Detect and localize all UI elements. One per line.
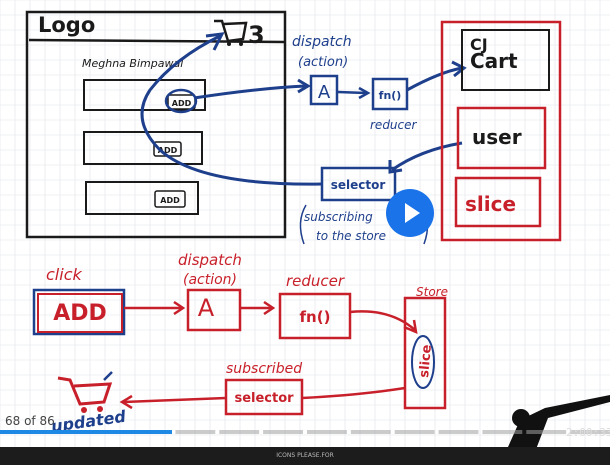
slice-label: slice (465, 192, 516, 216)
action-a: A (198, 294, 215, 322)
reducer-label: reducer (370, 118, 418, 132)
add-button-label: ADD (160, 196, 180, 205)
selector-box (224, 378, 304, 416)
progress-segment (394, 430, 435, 434)
cart-slice (461, 29, 550, 91)
arrow-head (263, 300, 276, 316)
dispatch-label: dispatch (178, 251, 242, 269)
arrow-head (205, 32, 225, 51)
progress-fill (0, 430, 172, 434)
cart-count: 3 (248, 21, 265, 49)
reducer-box (371, 77, 409, 111)
progress-segment (526, 430, 567, 434)
subscribed-label: subscribed (226, 361, 302, 377)
flow-arrow (406, 66, 463, 92)
action-box (309, 74, 339, 106)
generic-slice (454, 176, 542, 228)
arrow-head (173, 300, 186, 316)
add-to-cart-button[interactable]: ADD (167, 94, 196, 110)
progress-segment (350, 430, 391, 434)
subscribe-loop-arrow (140, 34, 323, 186)
reducer-box (278, 292, 352, 340)
store-label: Store (416, 285, 448, 299)
flow-arrow (301, 386, 406, 400)
cart-icon (57, 371, 113, 413)
app-frame (25, 10, 287, 239)
progress-segment (307, 430, 347, 434)
progress-segment (175, 430, 216, 434)
arrow-head (119, 394, 133, 410)
bottom-bar (0, 447, 610, 465)
action-a: A (318, 82, 331, 103)
redux-flow-top: dispatch (action) A fn() reducer selecto… (140, 32, 467, 245)
subscribing-label: to the store (316, 229, 386, 243)
user-name: Meghna Bimpawal (82, 57, 183, 70)
arrow-head (403, 319, 418, 335)
action-box (186, 288, 242, 332)
store-box (403, 296, 447, 410)
flow-arrow (349, 310, 416, 331)
add-button-inner (37, 293, 123, 333)
progress-segment (570, 430, 610, 434)
app-header-divider (28, 38, 285, 44)
page-counter: 68 of 86 (5, 414, 55, 428)
timestamp: 2:00:33 (566, 426, 610, 439)
arrow-head (451, 60, 467, 78)
selector-label: selector (331, 178, 386, 192)
add-to-cart-button[interactable]: ADD (154, 190, 186, 208)
reducer-fn: fn() (379, 89, 402, 102)
subscribing-label: subscribing (304, 210, 373, 224)
flow-arrow (391, 141, 463, 172)
cart-mark: CJ (470, 35, 488, 54)
user-slice (456, 106, 547, 170)
product-card (85, 181, 199, 215)
add-button-label: ADD (172, 99, 192, 108)
play-icon (405, 203, 420, 223)
add-button-outline (32, 288, 126, 336)
cart-icon[interactable] (214, 19, 248, 46)
slice-highlight (411, 335, 435, 389)
action-label: (action) (298, 55, 348, 70)
arrow-head (358, 86, 371, 100)
progress-segment (219, 430, 260, 434)
logo-text: Logo (38, 13, 95, 37)
arrow-head (388, 160, 403, 174)
action-label: (action) (183, 272, 237, 288)
dispatch-label: dispatch (292, 34, 352, 50)
product-card (83, 131, 203, 165)
add-button-label: ADD (158, 146, 178, 155)
redux-store-top: CJ Cart user slice (440, 20, 562, 242)
click-label: click (46, 265, 82, 284)
flow-arrow (193, 84, 307, 100)
progress-segment (482, 430, 523, 434)
flow-arrow (337, 90, 367, 95)
selector-label: selector (234, 391, 294, 406)
bottom-caption: ICONS PLEASE.FOR (276, 452, 334, 459)
play-button[interactable] (386, 189, 434, 237)
reducer-fn: fn() (300, 308, 331, 326)
cart-slice-label: Cart (470, 49, 518, 73)
bracket (299, 204, 307, 245)
redux-flow-bottom: click ADD dispatch (action) A reducer fn… (32, 251, 448, 436)
reducer-label: reducer (286, 272, 345, 290)
arrow-head (297, 78, 311, 94)
app-mockup: Logo 3 Meghna Bimpawal ADD ADD ADD (25, 10, 287, 239)
progress-segment (438, 430, 479, 434)
add-label: ADD (53, 301, 107, 326)
flow-arrow (123, 396, 227, 404)
add-button-highlight (164, 88, 198, 114)
slice-label: slice (417, 344, 435, 379)
store-frame (440, 20, 562, 242)
user-slice-label: user (472, 125, 522, 149)
progress-segment (263, 430, 303, 434)
